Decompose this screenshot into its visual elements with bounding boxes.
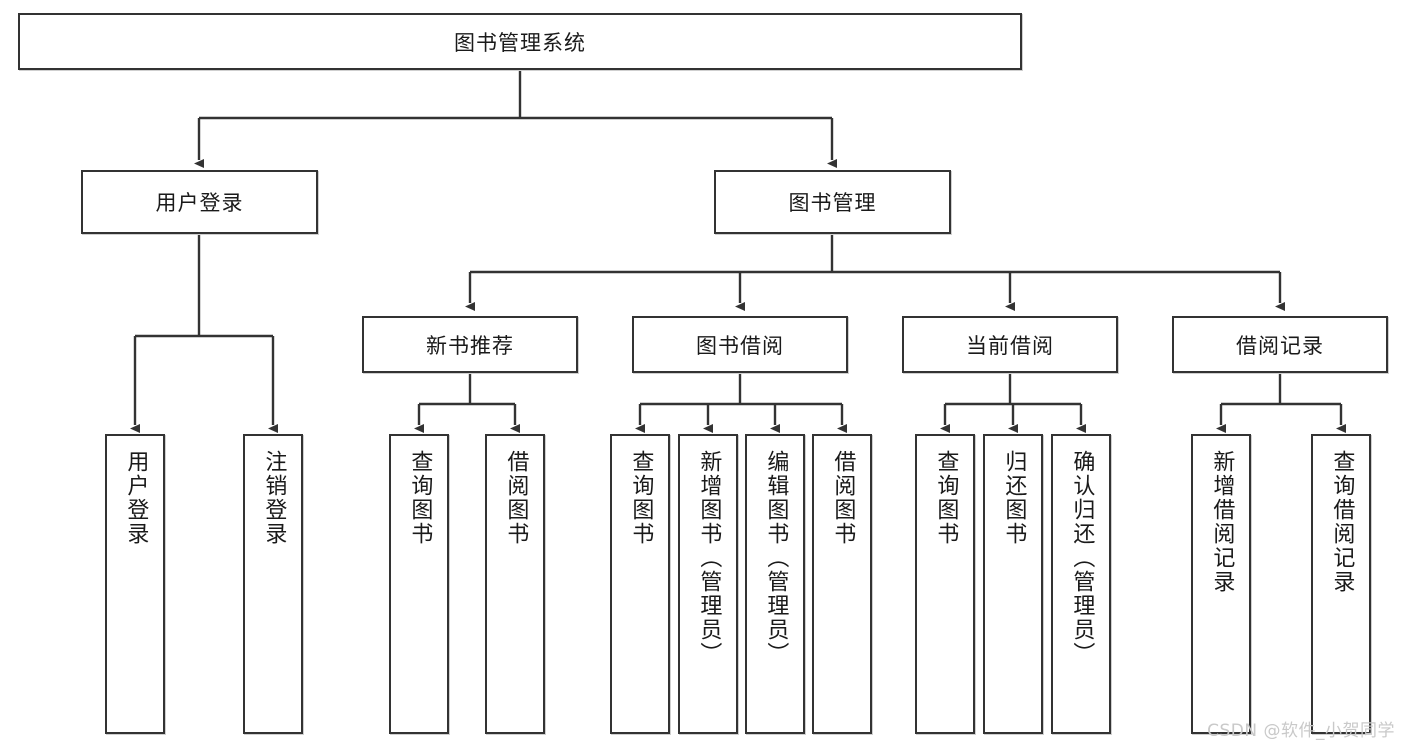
leaf-label: 借阅图书	[830, 450, 856, 546]
node-user-login[interactable]: 用户登录	[81, 170, 318, 234]
node-current-borrow-label: 当前借阅	[966, 333, 1054, 358]
leaf-label: 查询借阅记录	[1329, 450, 1355, 594]
node-root-label: 图书管理系统	[454, 30, 586, 55]
leaf-borrow-query-book[interactable]: 查询图书	[610, 434, 670, 734]
leaf-label: 查询图书	[407, 450, 433, 546]
leaf-recommend-query-book[interactable]: 查询图书	[389, 434, 449, 734]
node-book-management[interactable]: 图书管理	[714, 170, 951, 234]
node-new-book-recommend[interactable]: 新书推荐	[362, 316, 578, 373]
leaf-label: 确认归还（管理员）	[1069, 450, 1095, 666]
leaf-borrow-edit-book[interactable]: 编辑图书（管理员）	[745, 434, 805, 734]
leaf-label: 借阅图书	[503, 450, 529, 546]
node-current-borrow[interactable]: 当前借阅	[902, 316, 1118, 373]
node-user-login-label: 用户登录	[155, 191, 244, 215]
leaf-label: 新增图书（管理员）	[696, 450, 722, 666]
node-book-management-label: 图书管理	[788, 191, 877, 215]
node-book-borrow-label: 图书借阅	[696, 333, 784, 358]
leaf-label: 编辑图书（管理员）	[763, 450, 789, 666]
leaf-user-login-logout[interactable]: 注销登录	[243, 434, 303, 734]
leaf-label: 用户登录	[123, 450, 149, 546]
leaf-current-return-book[interactable]: 归还图书	[983, 434, 1043, 734]
leaf-label: 归还图书	[1001, 450, 1027, 546]
leaf-records-query-record[interactable]: 查询借阅记录	[1311, 434, 1371, 734]
node-new-book-recommend-label: 新书推荐	[426, 333, 514, 358]
leaf-label: 查询图书	[933, 450, 959, 546]
leaf-label: 注销登录	[261, 450, 287, 546]
leaf-borrow-add-book[interactable]: 新增图书（管理员）	[678, 434, 738, 734]
leaf-recommend-borrow-book[interactable]: 借阅图书	[485, 434, 545, 734]
leaf-user-login-login[interactable]: 用户登录	[105, 434, 165, 734]
leaf-borrow-borrow-book[interactable]: 借阅图书	[812, 434, 872, 734]
watermark: CSDN @软件_小贺同学	[1207, 721, 1395, 741]
leaf-label: 查询图书	[628, 450, 654, 546]
leaf-records-add-record[interactable]: 新增借阅记录	[1191, 434, 1251, 734]
leaf-current-confirm-return[interactable]: 确认归还（管理员）	[1051, 434, 1111, 734]
node-root[interactable]: 图书管理系统	[18, 13, 1022, 70]
node-book-borrow[interactable]: 图书借阅	[632, 316, 848, 373]
leaf-label: 新增借阅记录	[1209, 450, 1235, 594]
node-borrow-records-label: 借阅记录	[1236, 333, 1324, 358]
leaf-current-query-book[interactable]: 查询图书	[915, 434, 975, 734]
node-borrow-records[interactable]: 借阅记录	[1172, 316, 1388, 373]
